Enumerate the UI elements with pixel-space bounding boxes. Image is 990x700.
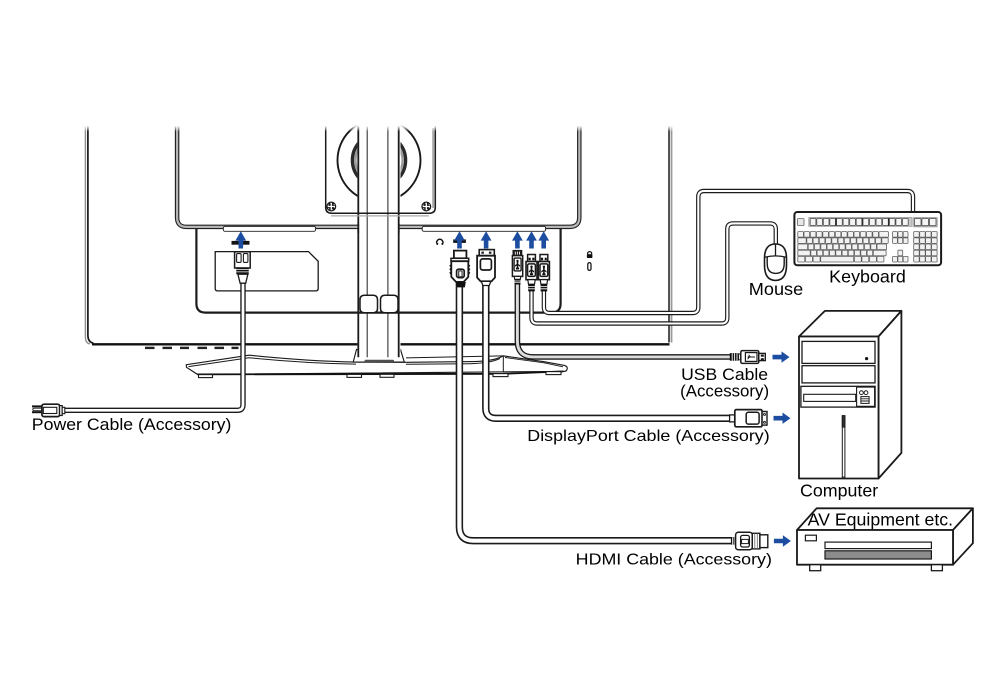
svg-text:AV Equipment etc.: AV Equipment etc. xyxy=(808,509,954,529)
svg-text:Power Cable (Accessory): Power Cable (Accessory) xyxy=(32,415,232,434)
svg-text:HDMI Cable (Accessory): HDMI Cable (Accessory) xyxy=(576,552,772,569)
svg-text:Computer: Computer xyxy=(800,481,878,501)
svg-text:DisplayPort Cable (Accessory): DisplayPort Cable (Accessory) xyxy=(527,428,769,445)
svg-text:Mouse: Mouse xyxy=(749,279,803,299)
svg-text:(Accessory): (Accessory) xyxy=(680,381,769,400)
svg-text:USB Cable: USB Cable xyxy=(681,365,768,384)
svg-text:Keyboard: Keyboard xyxy=(829,267,906,287)
